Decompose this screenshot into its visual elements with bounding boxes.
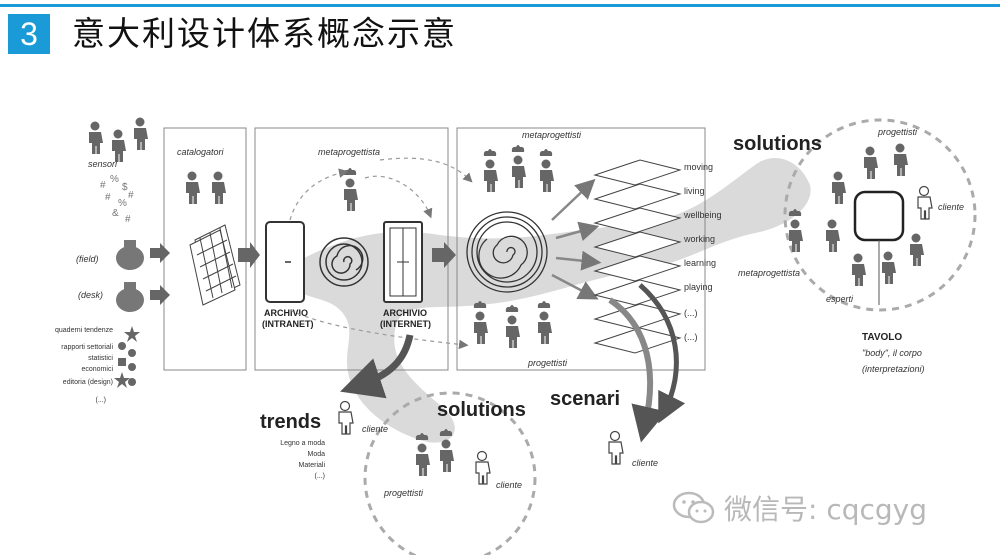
svg-text:playing: playing: [684, 282, 713, 292]
label-archivio-intranet-2: (INTRANET): [262, 319, 314, 329]
svg-text:#: #: [100, 180, 106, 191]
flow-band: [295, 157, 811, 443]
svg-text:editoria (design): editoria (design): [63, 379, 113, 386]
svg-text:working: working: [683, 234, 715, 244]
label-scenari: scenari: [550, 388, 620, 410]
label-tavolo-sub2: (interpretazioni): [862, 364, 925, 374]
input-arrows: [150, 243, 170, 305]
arrow-scenari-down: [638, 283, 686, 424]
svg-text:quaderni tendenze: quaderni tendenze: [55, 327, 113, 334]
svg-text:#: #: [105, 192, 111, 203]
label-archivio-intranet-1: ARCHIVIO: [264, 308, 308, 318]
svg-text:(...): (...): [684, 308, 698, 318]
arrow-to-trends: [340, 334, 414, 399]
panel-metaprogettisti: [456, 127, 706, 371]
spiral-small-icon: [319, 237, 369, 287]
svg-text:statistici: statistici: [88, 355, 113, 362]
bag-field-icon: [116, 240, 144, 270]
people-progettisti-mid: [473, 301, 552, 348]
svg-text:%: %: [110, 174, 119, 185]
label-archivio-internet-1: ARCHIVIO: [383, 308, 427, 318]
person-metaprogettista: [343, 168, 358, 211]
label-progettisti-mid: progettisti: [527, 358, 568, 368]
svg-text:moving: moving: [684, 162, 713, 172]
label-metaprogettista: metaprogettista: [318, 147, 380, 157]
arrow-scenari-back: [608, 297, 667, 443]
label-cliente-trends: cliente: [362, 424, 388, 434]
svg-text:wellbeing: wellbeing: [683, 210, 722, 220]
wechat-icon: [672, 491, 715, 524]
page-title: 意大利设计体系概念示意: [72, 14, 457, 53]
scenario-layers: [593, 159, 682, 354]
label-trends: trends: [260, 411, 321, 433]
label-cliente-right: cliente: [938, 202, 964, 212]
arrow-to-spiral: [432, 242, 456, 268]
svg-text:&: &: [112, 208, 119, 219]
label-cliente-bottom: cliente: [496, 480, 522, 490]
label-tavolo: TAVOLO: [862, 332, 902, 343]
wechat-watermark: 微信号: cqcgyg: [672, 488, 927, 528]
label-solutions-top: solutions: [733, 133, 822, 155]
label-tavolo-sub1: "body", il corpo: [862, 348, 922, 358]
svg-text:economici: economici: [81, 366, 113, 373]
svg-text:Legno a moda: Legno a moda: [280, 440, 325, 447]
solutions-circle-bottom: [363, 391, 537, 555]
solutions-circle-right: [783, 118, 977, 312]
layer-labels: moving living wellbeing working learning…: [683, 162, 722, 342]
people-metaprogettisti: [483, 145, 554, 192]
bag-desk-icon: [116, 282, 144, 312]
spiral-large-icon: [466, 211, 548, 293]
label-desk: (desk): [78, 290, 103, 300]
label-metaprogettista-right: metaprogettista: [738, 268, 800, 278]
trend-items: Legno a moda Moda Materiali (...): [280, 440, 325, 480]
tavolo-table-icon: [853, 190, 905, 242]
svg-text:(...): (...): [684, 332, 698, 342]
label-cliente-scenari: cliente: [632, 458, 658, 468]
cliente-right-icon: [917, 185, 933, 220]
catalog-grid-icon: [189, 224, 241, 306]
svg-text:$: $: [122, 182, 128, 193]
header-rule: [0, 4, 1000, 7]
spiral-to-layer-arrows: [551, 178, 602, 300]
svg-text:(...): (...): [315, 473, 326, 480]
label-solutions-bottom: solutions: [437, 399, 526, 421]
svg-text:Materiali: Materiali: [299, 462, 326, 469]
label-progettisti-bottom: progettisti: [383, 488, 424, 498]
cliente-bottom-icon: [475, 450, 491, 485]
label-field: (field): [76, 254, 99, 264]
svg-text:Moda: Moda: [307, 451, 325, 458]
slide-number: 3: [8, 14, 50, 54]
label-esperti: esperti: [826, 294, 854, 304]
label-progettisti-right: progettisti: [877, 127, 918, 137]
label-sensori: sensori: [88, 159, 118, 169]
svg-text:living: living: [684, 186, 705, 196]
svg-text:(...): (...): [96, 397, 107, 404]
svg-text:learning: learning: [684, 258, 716, 268]
label-metaprogettisti: metaprogettisti: [522, 130, 582, 140]
label-archivio-internet-2: (INTERNET): [380, 319, 431, 329]
wechat-id-text: 微信号: cqcgyg: [724, 493, 928, 526]
svg-text:%: %: [118, 198, 127, 209]
svg-text:#: #: [125, 214, 131, 225]
svg-text:rapporti settoriali: rapporti settoriali: [61, 344, 113, 351]
svg-text:#: #: [128, 190, 134, 201]
source-shapes: [114, 326, 140, 388]
people-sensori: [89, 117, 148, 162]
desk-sources-list: quaderni tendenze rapporti settoriali st…: [55, 327, 113, 404]
cliente-scenari-icon: [608, 430, 624, 465]
people-catalogatori: [186, 171, 226, 204]
scattered-symbols: #%$ #%# &#: [100, 174, 134, 225]
label-catalogatori: catalogatori: [177, 147, 225, 157]
arrow-to-archive: [238, 242, 260, 268]
cliente-trends-icon: [338, 400, 354, 435]
dashed-connectors: [289, 157, 473, 350]
